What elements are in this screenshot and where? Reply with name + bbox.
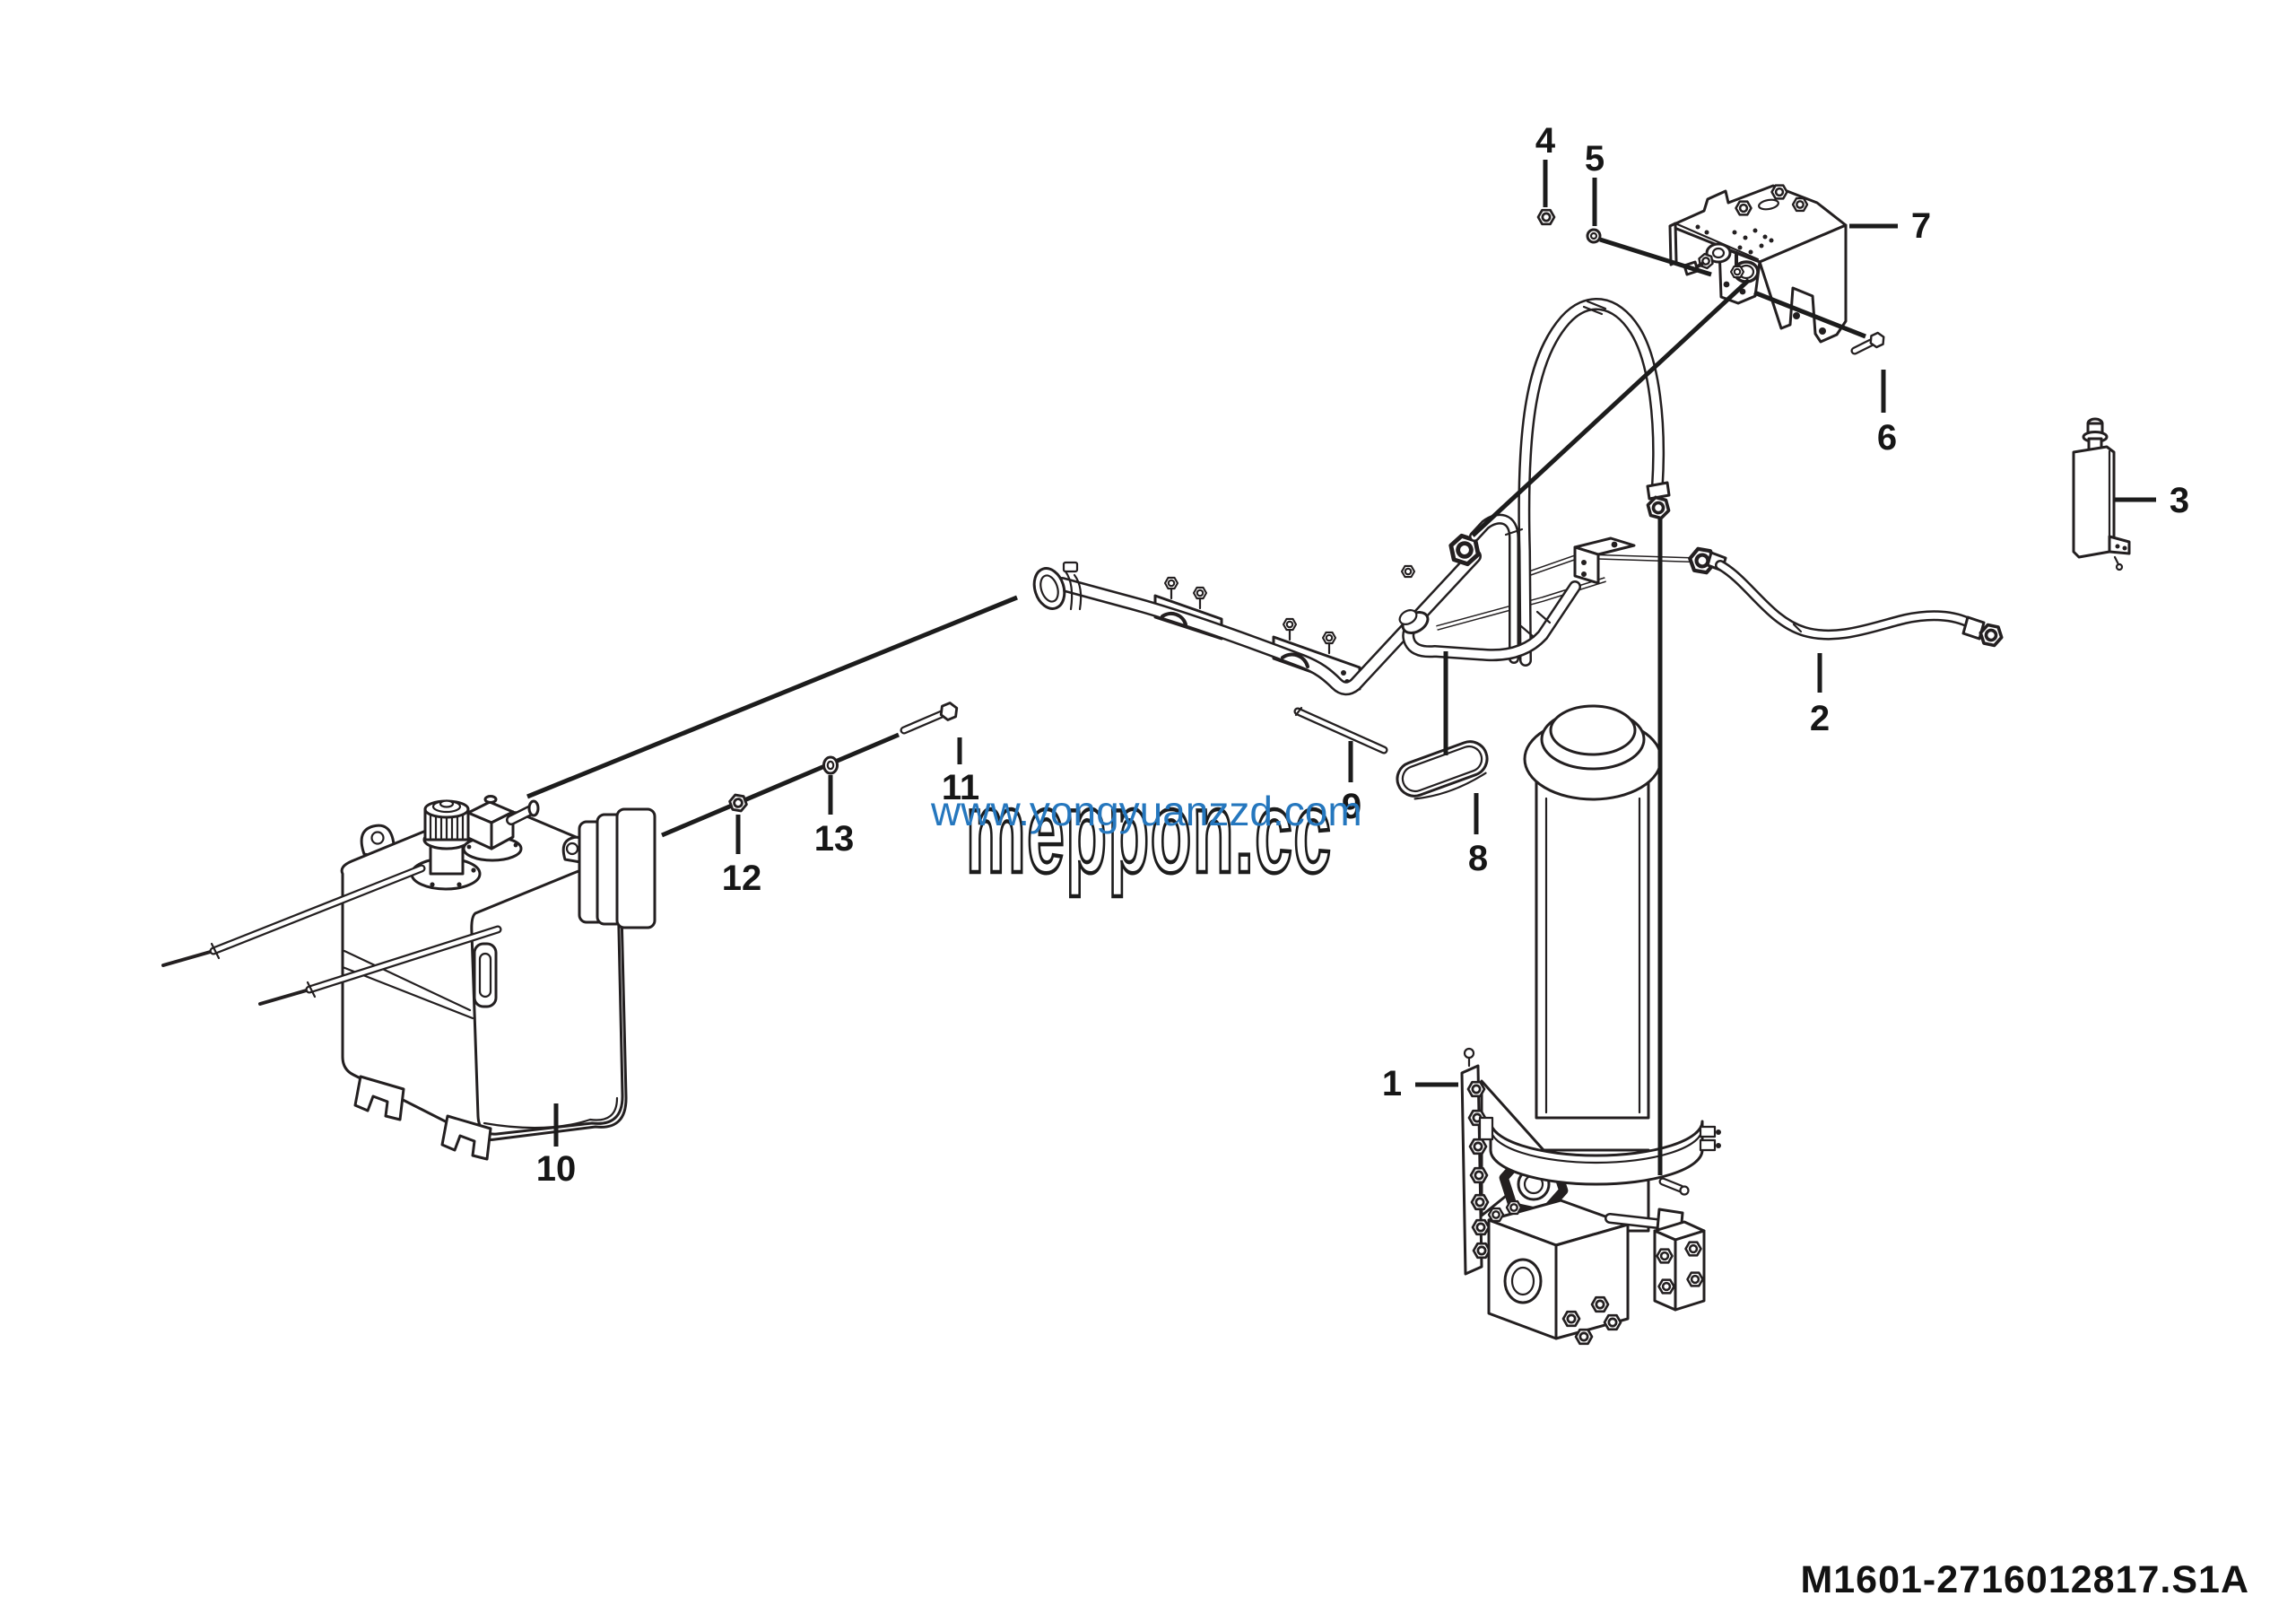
callout-4: 4	[1535, 121, 1556, 161]
reservoir	[2072, 417, 2131, 571]
callout-12: 12	[721, 859, 762, 898]
bolt-6	[1850, 330, 1888, 355]
leader-lines	[553, 160, 2156, 1175]
probe-rods	[161, 864, 502, 1006]
rod-9	[1293, 706, 1388, 754]
callout-9: 9	[1341, 787, 1362, 826]
callout-13: 13	[813, 819, 855, 859]
top-bracket	[1668, 184, 1848, 344]
hydraulic-tank	[340, 795, 657, 1161]
callout-11: 11	[941, 768, 980, 807]
valve-manifold	[1487, 1199, 1706, 1346]
callout-6: 6	[1876, 418, 1898, 458]
washer-5	[1586, 228, 1602, 244]
hose-2	[1688, 548, 2005, 649]
clamp-collar	[1478, 1116, 1721, 1186]
nut-4	[1536, 208, 1556, 226]
gasket-8	[1396, 740, 1489, 800]
hose-loop-and-fittings	[1398, 297, 1691, 667]
callout-7: 7	[1910, 206, 1932, 246]
brand-watermark: meppon.cc	[964, 766, 1333, 897]
callout-5: 5	[1584, 139, 1605, 179]
assembly-axis-lines	[526, 595, 1018, 838]
url-watermark: www.yongyuanzzd.com	[931, 788, 1362, 834]
suction-tube-assembly	[1032, 534, 1483, 696]
loose-nut	[1400, 564, 1416, 579]
filler-cap	[423, 799, 470, 842]
callout-3: 3	[2169, 481, 2190, 520]
tank-valve	[462, 795, 540, 862]
hose-guide-bracket	[1573, 536, 1636, 585]
callout-8: 8	[1467, 839, 1489, 878]
drawing-number: M1601-2716012817.S1A	[1800, 1558, 2249, 1601]
filter-assembly	[1460, 704, 1721, 1346]
callout-2: 2	[1809, 699, 1831, 738]
nut-12	[726, 792, 750, 814]
callout-1: 1	[1381, 1064, 1403, 1103]
washer-13	[822, 755, 839, 775]
callout-10: 10	[535, 1149, 577, 1189]
bolt-11	[900, 700, 961, 735]
hole-pattern	[1695, 224, 1774, 255]
